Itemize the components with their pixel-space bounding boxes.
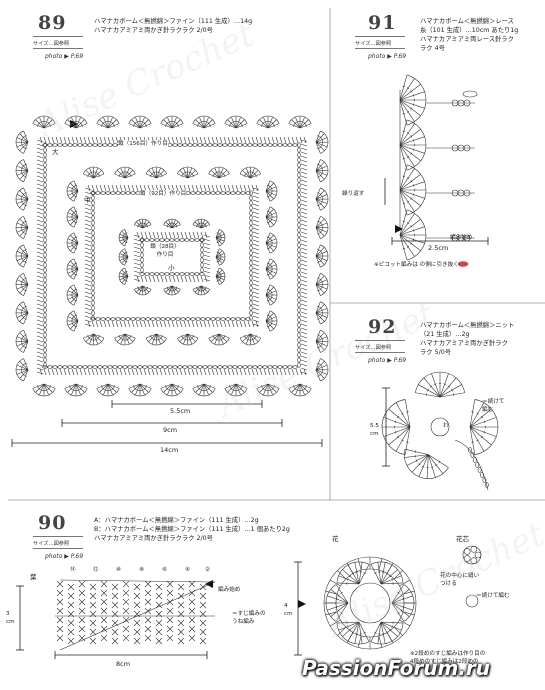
picot-strip-91	[399, 74, 478, 267]
picot-note: ※ピコット編みは の側に引き抜く	[374, 262, 459, 268]
core-label: 花芯	[456, 535, 469, 543]
core-note: 花の中心に縫い つける	[440, 573, 480, 587]
chain-156-label: 鎖（156目）作り目	[118, 140, 168, 148]
row-number: ④	[185, 567, 191, 573]
dim-small: 5.5cm	[170, 407, 191, 415]
pattern-number: 91	[368, 12, 397, 34]
dim-large: 14cm	[160, 446, 179, 454]
pattern-number: 89	[38, 12, 67, 34]
size-medium-label: 中	[84, 196, 91, 204]
start-markers	[70, 120, 403, 608]
width-label: 2.5cm	[428, 244, 449, 252]
leaf-chart-90	[55, 579, 216, 651]
size-label: サイズ…図参照	[355, 345, 392, 351]
photo-ref: photo ▶ P.69	[368, 53, 407, 60]
materials: ハマナカボーム＜無撚綿＞ファイン（111 生成）…14g ハマナカアミアミ両かぎ…	[94, 18, 253, 34]
note-label: ※2段めのすじ編みは作り目の 4段めのすじ編みは2段めの	[410, 651, 486, 665]
leaf-width: 8cm	[116, 660, 131, 668]
flower-chart-90	[323, 545, 482, 650]
photo-ref: photo ▶ P.69	[368, 357, 407, 364]
square-motif-89	[15, 115, 329, 397]
flower-label: 花	[332, 535, 339, 543]
photo-ref: photo ▶ P.69	[45, 553, 84, 560]
ridge-label: ＝すじ編みの うね編み	[232, 611, 266, 625]
pattern-number: 92	[368, 316, 397, 338]
dimension-lines	[11, 178, 489, 659]
flower-motif-92	[381, 371, 499, 491]
size-label: サイズ…図参照	[33, 41, 70, 47]
size-label: サイズ…図参照	[355, 41, 392, 47]
materials: ハマナカボーム＜無撚綿＞ニット （21 生成）…2g ハマナカアミアミ両かぎ針ラ…	[420, 322, 515, 356]
materials: A：ハマナカボーム＜無撚綿＞ファイン（111 生成）…2g B：ハマナカボーム＜…	[94, 517, 290, 542]
pattern-number: 90	[38, 512, 67, 534]
ring-label: わ	[443, 423, 449, 429]
leaf-height: 3 cm	[6, 611, 15, 625]
leaf-label: 葉	[30, 573, 37, 581]
size-label: サイズ…図参照	[33, 541, 70, 547]
chain-28-label: 鎖（28目）作り目	[150, 243, 180, 259]
row-number: ⑧	[139, 567, 145, 573]
size-large-label: 大	[52, 148, 59, 156]
start-label: 編み始め	[218, 587, 241, 593]
row-number-strip: ⑭ ⑫ ⑩ ⑧ ⑥ ④ ②	[60, 566, 220, 578]
continue-label: ＝続けて編む	[476, 593, 510, 599]
materials: ハマナカボーム＜無撚綿＞レース 糸（101 生成）…10cm あたり1g ハマナ…	[420, 18, 519, 52]
chain-92-label: 鎖（92目）作り目	[140, 190, 187, 198]
continue-label: ＝続けて 編む	[482, 399, 505, 413]
forum-watermark: PassionForum.ru	[302, 656, 491, 680]
row-number: ⑭	[70, 567, 76, 573]
flower-height: 4 cm	[284, 603, 293, 617]
dim-medium: 9cm	[163, 426, 178, 434]
row-number: ⑥	[162, 567, 168, 573]
row-number: ⑫	[93, 567, 99, 573]
row-number: ⑩	[116, 567, 122, 573]
size-small-label: 小	[168, 264, 175, 272]
start-label: 編み始め	[450, 235, 473, 241]
photo-ref: photo ▶ P.69	[45, 53, 84, 60]
row-number: ②	[205, 567, 211, 573]
height-label: 5.5 cm	[370, 423, 379, 437]
repeat-label: 繰り返す	[342, 191, 365, 197]
